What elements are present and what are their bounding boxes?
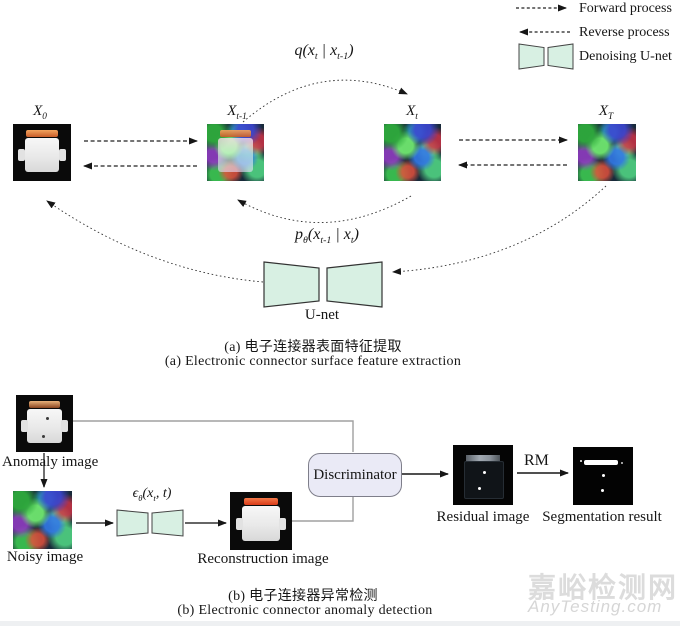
segmentation-dot xyxy=(600,488,604,492)
unet-decoder-shape xyxy=(326,261,383,308)
node-label-xT: XT xyxy=(598,103,614,122)
connector-tab xyxy=(18,149,26,162)
segmentation-dot xyxy=(579,460,582,463)
caption-a-en: (a) Electronic connector surface feature… xyxy=(164,354,462,369)
segmentation-label: Segmentation result xyxy=(542,509,662,525)
node-label-xt1: Xt-1 xyxy=(227,103,247,122)
connector-body xyxy=(242,505,280,541)
unet-encoder-shape xyxy=(116,509,149,537)
node-label-xt: Xt xyxy=(406,103,418,122)
q-label: q(xt | xt-1) xyxy=(294,42,354,63)
image-anomaly xyxy=(16,395,73,452)
legend-unet-icon xyxy=(518,43,574,70)
connector-tab xyxy=(58,149,66,162)
connector-tab xyxy=(21,420,28,433)
segmentation-dot xyxy=(621,462,623,465)
anomaly-label: Anomaly image xyxy=(2,454,99,470)
residual-dot xyxy=(477,487,481,490)
connector-tab xyxy=(61,420,68,433)
residual-label: Residual image xyxy=(436,509,530,525)
connector-cap xyxy=(220,129,251,138)
recon-to-disc-line xyxy=(292,496,354,522)
connector-body xyxy=(24,137,60,172)
eps-label: ϵθ(xt, t) xyxy=(132,486,172,503)
residual-cap-bar xyxy=(465,454,500,462)
connector-cap xyxy=(26,129,58,138)
defect-dot xyxy=(41,434,45,438)
unet-decoder-shape xyxy=(151,509,184,537)
q-process-curve xyxy=(242,79,408,123)
unet-shape xyxy=(263,261,383,308)
image-reconstruction xyxy=(230,492,292,550)
caption-a-zh: (a) 电子连接器表面特征提取 xyxy=(224,340,402,355)
discriminator-box: Discriminator xyxy=(308,453,402,497)
recon-label: Reconstruction image xyxy=(197,551,329,567)
noisy-label: Noisy image xyxy=(6,549,84,565)
unet-to-x0-curve xyxy=(46,200,264,283)
legend-forward-label: Forward process xyxy=(579,1,672,16)
unet-encoder-shape xyxy=(263,261,320,308)
defect-dot xyxy=(46,417,50,421)
unet-small-shape xyxy=(116,509,184,537)
connector-cap xyxy=(29,400,60,409)
xT-to-unet-curve xyxy=(392,185,607,275)
image-xT xyxy=(578,124,636,181)
image-residual xyxy=(453,445,513,505)
watermark-subtitle: AnyTesting.com xyxy=(528,597,663,616)
image-xt1 xyxy=(207,124,264,181)
anomaly-to-disc-line xyxy=(73,420,354,452)
image-x0 xyxy=(13,124,71,181)
legend-reverse-label: Reverse process xyxy=(579,25,670,40)
connector-body xyxy=(27,408,62,443)
image-segmentation xyxy=(573,447,633,505)
connector-tab xyxy=(278,517,287,530)
p-process-curve xyxy=(237,195,412,223)
caption-b-zh: (b) 电子连接器异常检测 xyxy=(228,589,378,604)
connector-body-ghost xyxy=(218,137,253,172)
watermark-title: 嘉峪检测网 xyxy=(528,572,679,603)
unet-label: U-net xyxy=(304,307,340,323)
p-label: pθ(xt-1 | xt) xyxy=(295,226,359,247)
caption-b-en: (b) Electronic connector anomaly detecti… xyxy=(177,603,433,618)
rm-label: RM xyxy=(524,452,549,469)
legend-unet-label: Denoising U-net xyxy=(579,49,672,64)
image-xt xyxy=(384,124,441,181)
residual-dot xyxy=(483,470,486,474)
connector-cap xyxy=(244,497,278,506)
segmentation-dot xyxy=(602,474,606,478)
connector-tab xyxy=(235,517,244,530)
residual-body xyxy=(464,461,504,499)
discriminator-label: Discriminator xyxy=(313,466,397,483)
image-noisy xyxy=(13,491,72,549)
bottom-divider xyxy=(0,621,680,626)
node-label-x0: X0 xyxy=(33,103,47,122)
segmentation-bar xyxy=(583,459,618,465)
